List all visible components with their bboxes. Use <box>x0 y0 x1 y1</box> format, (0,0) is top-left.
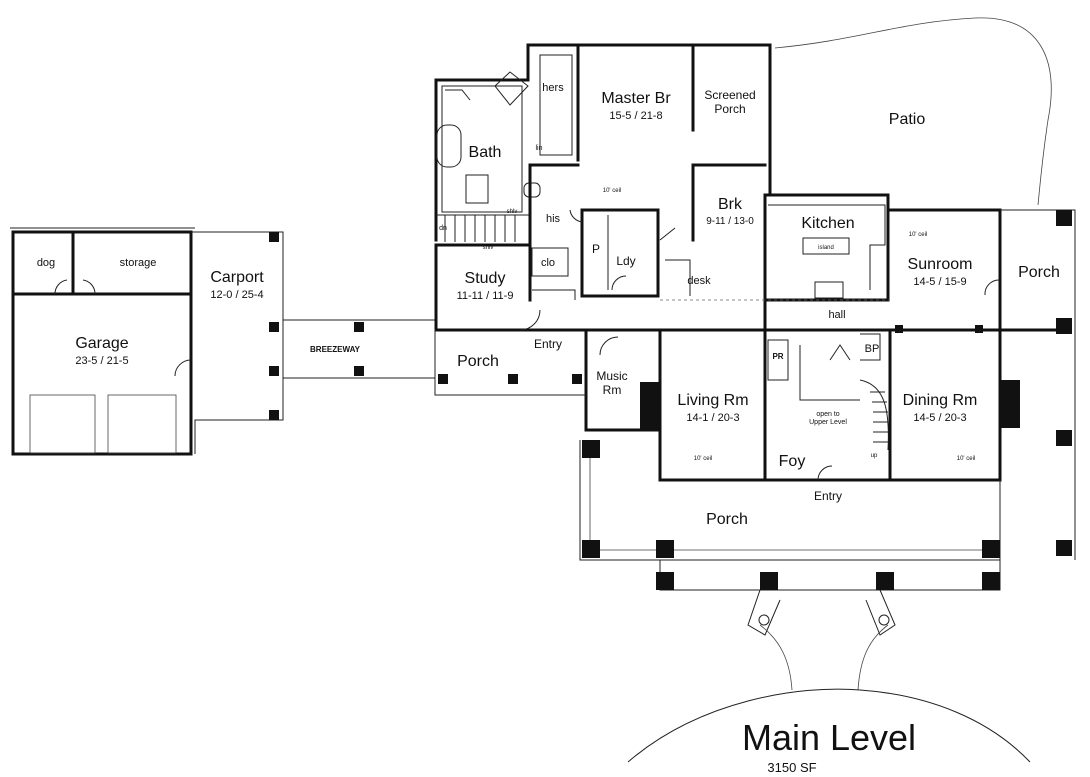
label-sunroom: Sunroom <box>908 256 973 273</box>
label-entry-side: Entry <box>534 337 562 351</box>
label-pantry: P <box>592 242 600 256</box>
label-patio: Patio <box>889 111 926 128</box>
label-shlv-2: shlv <box>483 245 494 251</box>
ceil-dining: 10' ceil <box>957 456 976 462</box>
ceil-sunroom: 10' ceil <box>909 232 928 238</box>
label-garage: Garage <box>75 335 128 352</box>
title-arc <box>627 688 1031 763</box>
label-porch-front: Porch <box>706 511 748 528</box>
label-study: Study <box>465 270 506 287</box>
label-master: Master Br <box>601 90 671 107</box>
label-desk: desk <box>687 275 711 287</box>
label-foyer: Foy <box>779 453 806 470</box>
label-bp: BP <box>865 343 880 355</box>
label-porch-right: Porch <box>1018 264 1060 281</box>
label-hers: hers <box>542 82 564 94</box>
label-island: island <box>818 245 834 251</box>
label-music-1: Music <box>596 369 627 383</box>
label-kitchen: Kitchen <box>801 215 854 232</box>
ceil-master: 10' ceil <box>603 188 622 194</box>
label-dog: dog <box>37 257 55 269</box>
breezeway <box>283 319 435 379</box>
ceil-living: 10' ceil <box>694 456 713 462</box>
label-music-2: Rm <box>603 383 622 397</box>
dims-dining: 14-5 / 20-3 <box>913 412 966 424</box>
label-lin: lin <box>535 145 542 152</box>
label-open-upper-1: open to <box>816 411 839 418</box>
label-porch-left: Porch <box>457 353 499 370</box>
label-pr: PR <box>772 352 783 361</box>
label-laundry: Ldy <box>616 254 635 268</box>
label-breezeway: BREEZEWAY <box>310 345 361 354</box>
dims-brk: 9-11 / 13-0 <box>706 216 754 227</box>
label-hall: hall <box>828 309 845 321</box>
plan-title: Main Level <box>742 717 916 758</box>
dims-garage: 23-5 / 21-5 <box>75 355 128 367</box>
label-shlv-1: shlv <box>507 209 518 215</box>
dims-study: 11-11 / 11-9 <box>457 290 514 302</box>
label-brk: Brk <box>718 196 743 213</box>
dims-sunroom: 14-5 / 15-9 <box>913 276 966 288</box>
label-bath: Bath <box>469 144 502 161</box>
label-open-upper-2: Upper Level <box>809 419 847 426</box>
label-screened-1: Screened <box>704 88 755 102</box>
label-living: Living Rm <box>677 392 748 409</box>
porch-columns <box>269 210 1072 590</box>
label-storage: storage <box>120 257 157 269</box>
patio-outline <box>774 17 1052 206</box>
dims-master: 15-5 / 21-8 <box>609 110 662 122</box>
label-dn: dn <box>439 225 447 232</box>
dims-carport: 12-0 / 25-4 <box>210 289 263 301</box>
garage-block <box>10 227 284 456</box>
label-clo: clo <box>541 257 555 269</box>
house-walls <box>434 43 1076 691</box>
label-up: up <box>871 453 878 459</box>
dims-living: 14-1 / 20-3 <box>686 412 739 424</box>
label-his: his <box>546 213 561 225</box>
label-entry-front: Entry <box>814 489 842 503</box>
label-dining: Dining Rm <box>903 392 978 409</box>
room-labels: dog storage Garage 23-5 / 21-5 Carport 1… <box>37 82 1060 528</box>
plan-area: 3150 SF <box>767 760 816 775</box>
label-screened-2: Porch <box>714 102 745 116</box>
label-carport: Carport <box>210 269 264 286</box>
